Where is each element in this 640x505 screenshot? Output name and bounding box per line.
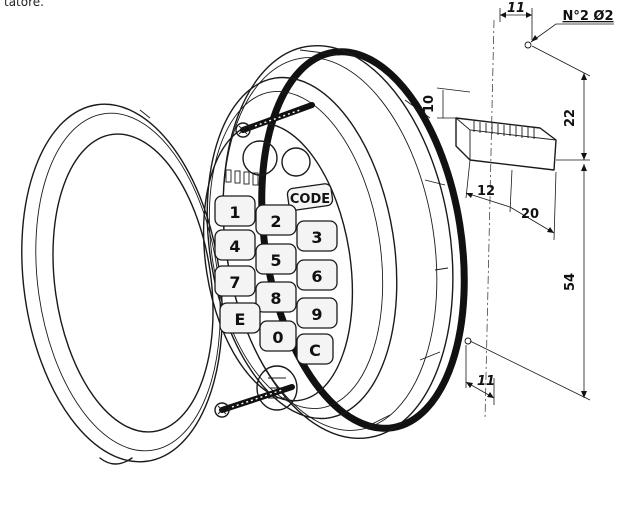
svg-text:2: 2 xyxy=(270,212,281,231)
key-9[interactable]: 9 xyxy=(296,297,338,329)
svg-text:C: C xyxy=(309,341,321,360)
led-indicator xyxy=(234,170,241,184)
key-1[interactable]: 1 xyxy=(214,195,256,227)
svg-text:E: E xyxy=(235,310,246,329)
led-indicator xyxy=(252,172,259,186)
dim-hole-spec: N°2 Ø2 xyxy=(562,9,613,24)
svg-text:1: 1 xyxy=(229,203,240,222)
dim-width-12: 12 xyxy=(477,184,495,199)
connector xyxy=(455,117,557,171)
key-8[interactable]: 8 xyxy=(255,281,297,313)
mount-hole-top xyxy=(524,41,532,49)
dim-height-54: 54 xyxy=(563,273,578,291)
keypad: CODE 1 2 3 4 5 6 7 xyxy=(214,183,338,365)
key-e[interactable]: E xyxy=(219,302,261,334)
mount-hole-bottom xyxy=(464,337,472,345)
bottom-screw xyxy=(214,384,295,418)
key-4[interactable]: 4 xyxy=(214,229,256,261)
key-5[interactable]: 5 xyxy=(255,243,297,275)
dim-width-20: 20 xyxy=(521,207,539,222)
led-indicator xyxy=(225,169,232,183)
svg-text:5: 5 xyxy=(270,251,281,270)
front-cover xyxy=(21,103,223,465)
led-indicator xyxy=(243,171,250,185)
dim-top-offset: 11 xyxy=(507,1,525,16)
code-key[interactable]: CODE xyxy=(286,183,334,211)
svg-text:8: 8 xyxy=(270,289,281,308)
caption-fragment: tatore. xyxy=(4,0,44,9)
key-c[interactable]: C xyxy=(296,333,334,365)
key-2[interactable]: 2 xyxy=(255,204,297,236)
svg-text:6: 6 xyxy=(311,267,322,286)
dim-height-10: 10 xyxy=(422,95,437,113)
bottom-latch xyxy=(256,365,298,411)
svg-text:9: 9 xyxy=(311,305,322,324)
key-0[interactable]: 0 xyxy=(259,320,297,352)
svg-text:0: 0 xyxy=(272,328,283,347)
dim-height-22: 22 xyxy=(563,109,578,127)
svg-text:7: 7 xyxy=(229,273,240,292)
key-7[interactable]: 7 xyxy=(214,265,256,297)
key-3[interactable]: 3 xyxy=(296,220,338,252)
svg-text:CODE: CODE xyxy=(290,192,330,207)
dimension-lines xyxy=(436,8,614,421)
top-screw xyxy=(235,102,315,138)
svg-text:3: 3 xyxy=(311,228,322,247)
dim-bottom-offset: 11 xyxy=(477,374,495,389)
key-6[interactable]: 6 xyxy=(296,259,338,291)
svg-text:4: 4 xyxy=(229,237,240,256)
